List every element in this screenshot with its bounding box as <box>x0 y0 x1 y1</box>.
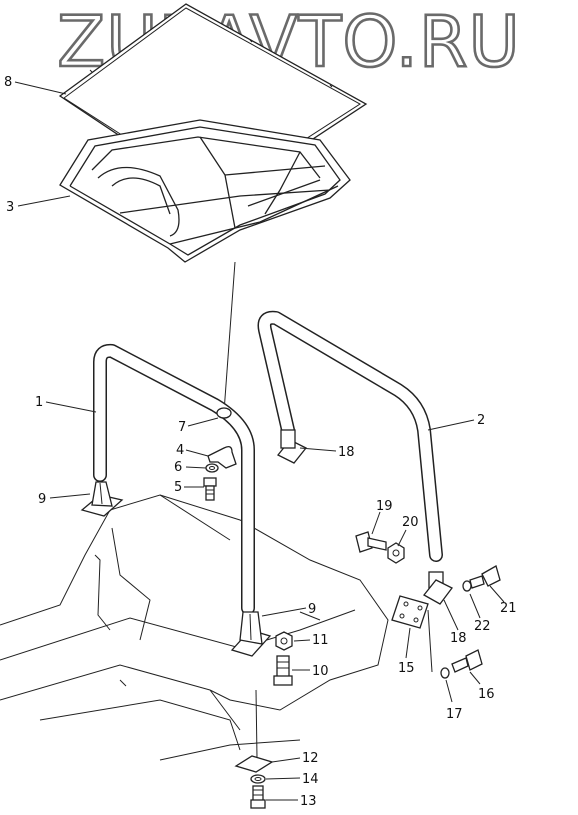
assembly-guide-line <box>223 261 236 413</box>
callout-10: 10 <box>312 664 329 679</box>
callout-9-upper: 9 <box>38 492 46 507</box>
upper-mount-plate <box>276 429 308 464</box>
bolt-19 <box>355 531 387 553</box>
plate-12 <box>234 755 274 773</box>
guide-line-right <box>427 609 433 673</box>
left-roll-bar <box>93 343 255 615</box>
callout-17: 17 <box>446 707 463 722</box>
washer-17 <box>440 667 450 679</box>
callout-6: 6 <box>174 460 182 475</box>
guide-line-bottom <box>255 689 258 759</box>
callout-4: 4 <box>176 443 184 458</box>
callout-1: 1 <box>35 395 43 410</box>
callout-8: 8 <box>4 75 12 90</box>
bolt-21 <box>469 565 501 589</box>
callout-labels: 8 3 1 2 7 4 6 5 9 18 19 20 21 22 18 9 11… <box>4 75 517 809</box>
washer-14 <box>250 774 266 784</box>
callout-16: 16 <box>478 687 495 702</box>
callout-13: 13 <box>300 794 317 809</box>
callout-14: 14 <box>302 772 319 787</box>
machine-body <box>0 494 389 761</box>
nut-20 <box>387 542 405 564</box>
callout-22: 22 <box>474 619 491 634</box>
washer-6 <box>205 463 219 473</box>
lower-mount-plate <box>423 571 453 605</box>
bolt-13 <box>250 785 266 809</box>
callout-11: 11 <box>312 633 329 648</box>
plate-15 <box>391 595 429 629</box>
pipe-clamp <box>216 407 232 419</box>
callout-18-upper: 18 <box>338 445 355 460</box>
bolt-5 <box>203 477 217 501</box>
bolt-16 <box>451 649 483 673</box>
callout-18-lower: 18 <box>450 631 467 646</box>
callout-15: 15 <box>398 661 415 676</box>
right-mount-bracket <box>230 611 272 657</box>
callout-3: 3 <box>6 200 14 215</box>
callout-2: 2 <box>477 413 485 428</box>
callout-9-lower: 9 <box>308 602 316 617</box>
clamp-band <box>207 446 237 469</box>
washer-22 <box>462 580 472 592</box>
callout-5: 5 <box>174 480 182 495</box>
callout-7: 7 <box>178 420 186 435</box>
callout-20: 20 <box>402 515 419 530</box>
callout-12: 12 <box>302 751 319 766</box>
bolt-10 <box>273 655 293 686</box>
nut-11 <box>275 631 293 651</box>
left-mount-bracket <box>80 481 124 517</box>
callout-19: 19 <box>376 499 393 514</box>
right-roll-bar <box>257 310 443 562</box>
roof-frame <box>59 119 351 263</box>
callout-21: 21 <box>500 601 517 616</box>
leader-lines <box>14 81 505 801</box>
